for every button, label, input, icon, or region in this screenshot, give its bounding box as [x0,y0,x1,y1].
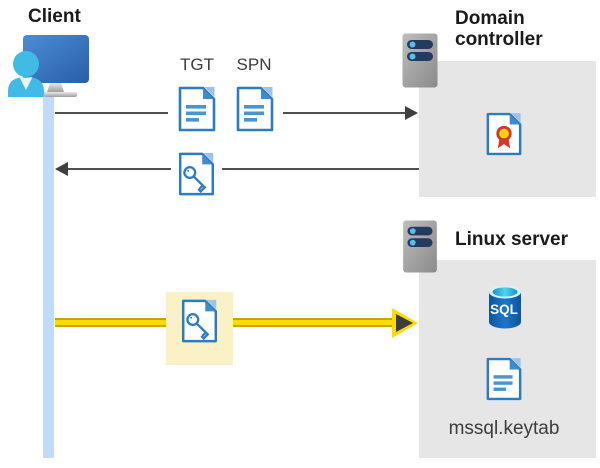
client-label: Client [28,6,81,27]
tgt-document-icon [168,83,226,134]
client-icon [6,33,90,97]
monitor-base [44,92,77,97]
request-arrow-line-right [283,112,406,114]
client-lifeline [43,92,54,458]
user-icon-collar [19,77,33,90]
monitor-stand [47,83,64,92]
sql-label: SQL [490,302,518,317]
keytab-file-icon [485,356,523,402]
response-arrow-line-left [66,168,172,170]
request-arrow-head [405,106,418,120]
keytab-file-label: mssql.keytab [448,418,560,439]
certificate-icon [485,111,523,157]
linux-server-icon [402,220,438,273]
linux-server-label: Linux server [455,229,568,250]
spn-document-icon [226,83,283,134]
sql-database-icon: SQL [487,284,523,331]
response-arrow-head [55,162,68,176]
keytab-ticket-document-icon [180,298,219,344]
ticket-arrow-head [396,314,413,332]
tgt-label: TGT [180,55,214,74]
spn-label: SPN [236,55,272,74]
key-icon [183,166,207,194]
key-icon [186,313,210,341]
user-icon-head [13,51,39,77]
domain-controller-label: Domain controller [455,8,543,50]
monitor-icon [23,35,89,83]
key-ticket-document-icon [171,148,222,200]
domain-controller-server-icon [402,33,438,88]
request-arrow-line-left [55,112,170,114]
response-arrow-line-right [221,168,419,170]
